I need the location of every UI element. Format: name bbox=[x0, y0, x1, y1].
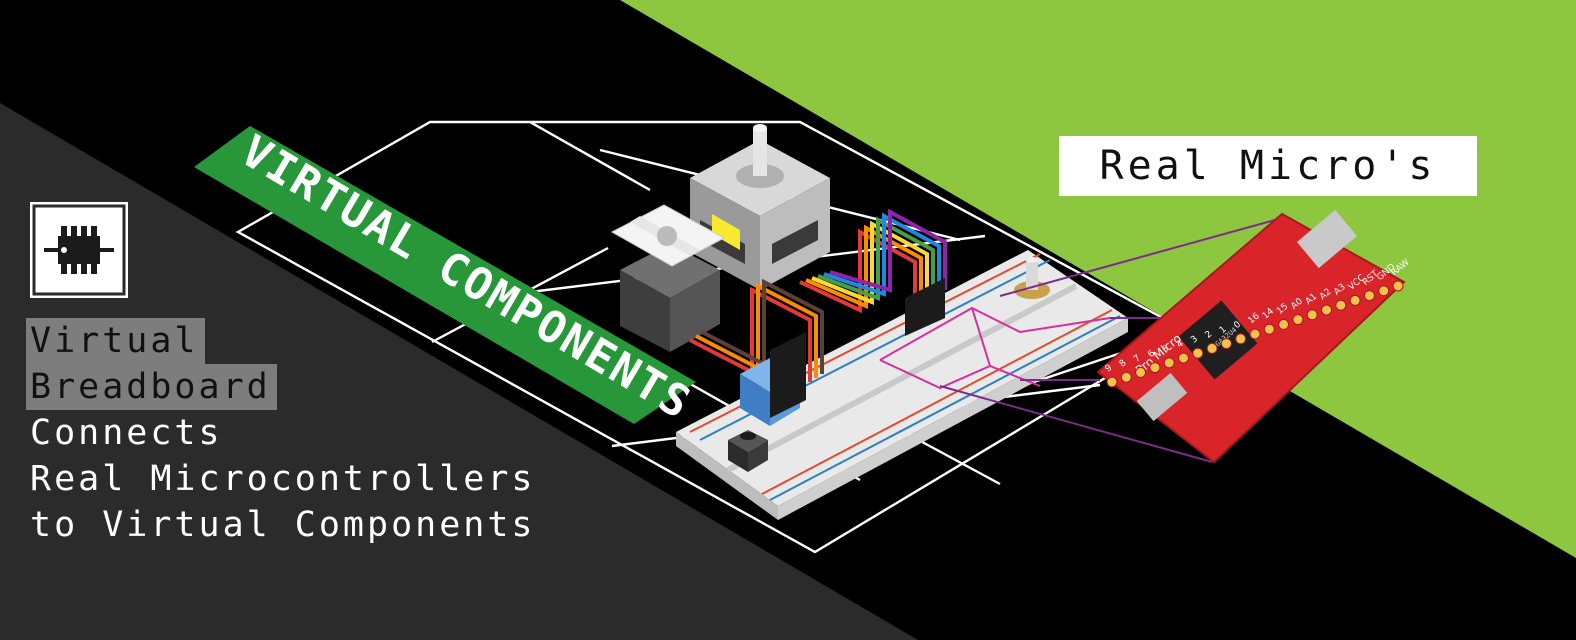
board-pin bbox=[1263, 323, 1275, 335]
board-pin-label: 9 bbox=[1104, 363, 1115, 375]
headline-line-5: to Virtual Components bbox=[30, 505, 536, 545]
sensor-module bbox=[740, 332, 806, 426]
circuit-traces bbox=[879, 306, 1111, 390]
board-pin bbox=[1249, 328, 1261, 340]
ribbon-cable bbox=[799, 208, 947, 314]
board-pin-label: 7 bbox=[1132, 353, 1143, 364]
board-pin-label: 0 bbox=[1232, 320, 1243, 332]
board-pin-label: 8 bbox=[1118, 358, 1129, 370]
board-pin bbox=[1392, 280, 1404, 292]
board-pin-label: 6 bbox=[1146, 348, 1157, 360]
board-pin-label: 5 bbox=[1161, 344, 1172, 355]
virtual-components-banner bbox=[194, 126, 696, 424]
board-pin bbox=[1206, 342, 1218, 354]
pro-micro-board: MEGA32U4 Pro Micro 9876543210161415A0A1A… bbox=[1096, 209, 1412, 464]
ribbon-connector bbox=[905, 278, 945, 336]
breadboard bbox=[676, 250, 1128, 520]
headline: Virtual Breadboard Connects Real Microco… bbox=[26, 318, 536, 548]
board-pin-label: 4 bbox=[1175, 339, 1186, 351]
board-pin bbox=[1149, 362, 1161, 374]
board-pin bbox=[1349, 294, 1361, 306]
board-pin bbox=[1106, 376, 1118, 388]
servo-wires bbox=[689, 278, 824, 382]
board-pin bbox=[1178, 352, 1189, 364]
servo-motor bbox=[610, 204, 726, 352]
board-pin bbox=[1235, 333, 1247, 345]
microchip-icon bbox=[30, 202, 128, 298]
headline-line-3: Connects bbox=[30, 413, 223, 453]
board-pin bbox=[1135, 366, 1147, 378]
board-pin bbox=[1363, 290, 1375, 302]
headline-line-1: Virtual bbox=[26, 318, 536, 364]
board-pin bbox=[1192, 347, 1204, 359]
board-pin bbox=[1335, 299, 1347, 311]
board-pin bbox=[1378, 285, 1390, 297]
board-pin-label: 3 bbox=[1189, 334, 1200, 345]
board-pin bbox=[1120, 371, 1132, 383]
headline-line-4: Real Microcontrollers bbox=[30, 459, 536, 499]
push-button bbox=[728, 430, 768, 472]
real-micros-label: Real Micro's bbox=[1059, 136, 1477, 196]
board-pin bbox=[1306, 309, 1318, 321]
board-pin bbox=[1292, 314, 1304, 326]
grey-corner-panel bbox=[0, 103, 918, 640]
headline-line-2: Breadboard bbox=[26, 364, 536, 410]
board-pin bbox=[1220, 338, 1232, 350]
board-pin bbox=[1163, 357, 1175, 369]
board-pin bbox=[1321, 304, 1332, 316]
board-pin bbox=[1278, 318, 1290, 330]
board-pin-label: 2 bbox=[1204, 329, 1215, 340]
connection-wires bbox=[939, 217, 1283, 463]
board-pin-label: 1 bbox=[1218, 325, 1229, 336]
